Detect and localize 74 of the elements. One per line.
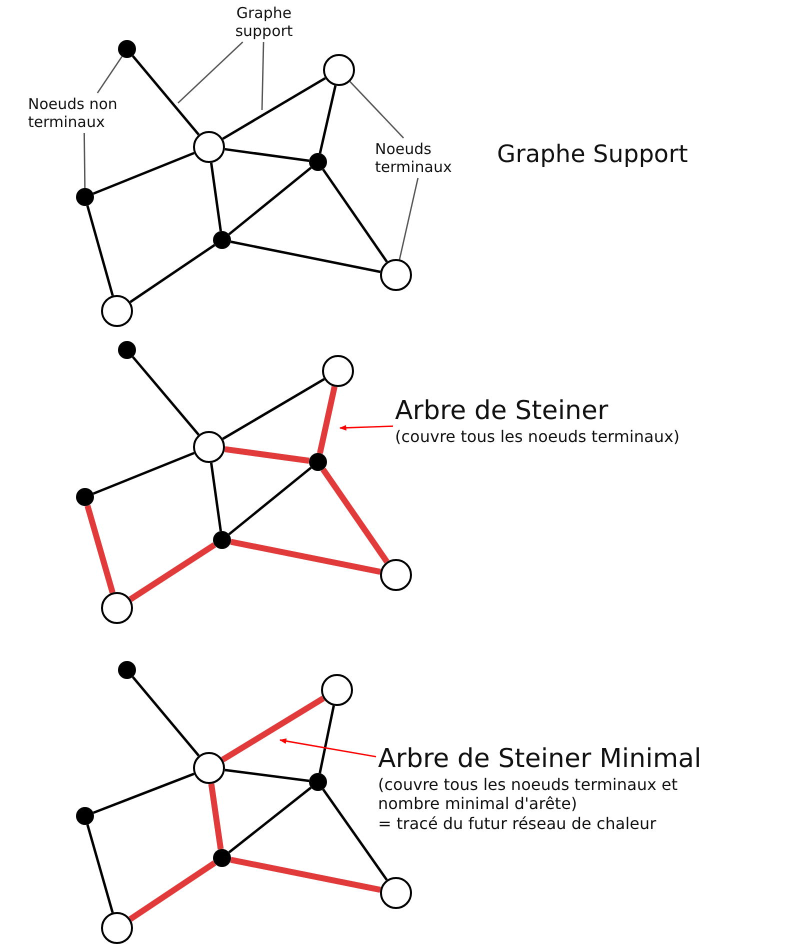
- annotation-note: (couvre tous les noeuds terminaux): [395, 427, 680, 446]
- leader-line: [96, 56, 123, 94]
- graph-edge: [132, 356, 200, 436]
- highlighted-edge: [230, 856, 381, 893]
- highlighted-edge: [128, 860, 216, 922]
- non-terminal-node: [76, 807, 94, 825]
- annotation-note: = tracé du futur réseau de chaleur: [378, 814, 658, 833]
- non-terminal-node: [309, 453, 327, 471]
- graph-edge: [210, 162, 222, 232]
- non-terminal-node: [76, 488, 94, 506]
- section-heading: Graphe Support: [497, 140, 688, 169]
- terminal-node: [321, 674, 353, 706]
- non-terminal-node: [118, 661, 136, 679]
- graph-edge: [86, 824, 114, 913]
- terminal-node: [322, 355, 354, 387]
- graph-edge: [130, 244, 216, 304]
- highlighted-edge: [128, 542, 216, 602]
- non-terminal-node: [76, 188, 94, 206]
- terminal-node: [101, 912, 133, 944]
- terminal-node: [380, 877, 412, 909]
- graph-edge: [222, 77, 326, 140]
- graph-edge: [322, 168, 388, 263]
- leader-line: [178, 41, 244, 104]
- highlighted-edge: [224, 446, 310, 464]
- highlighted-edge: [230, 538, 381, 575]
- highlighted-edge: [320, 468, 390, 564]
- callout-label: Noeuds terminaux: [375, 140, 470, 176]
- terminal-node: [193, 131, 225, 163]
- leader-line: [398, 178, 419, 260]
- terminal-node: [193, 752, 225, 784]
- graph-edge: [92, 452, 195, 495]
- graph-edge: [224, 148, 310, 162]
- callout-label: Graphe support: [220, 4, 308, 40]
- graph-edge: [322, 788, 388, 881]
- graph-edge: [228, 466, 312, 536]
- annotation-note: (couvre tous les noeuds terminaux et nombre minimal d'arête): [378, 775, 679, 814]
- leader-line: [350, 81, 404, 138]
- annotation-title: Arbre de Steiner Minimal: [378, 744, 702, 776]
- non-terminal-node: [309, 773, 327, 791]
- graph-edge: [318, 85, 337, 154]
- highlighted-edge: [317, 386, 338, 454]
- graph-edge: [224, 768, 310, 782]
- graph-edge: [92, 152, 195, 195]
- terminal-node: [323, 54, 355, 86]
- terminal-node: [380, 259, 412, 291]
- graph-edge: [230, 240, 381, 274]
- graph-edge: [132, 676, 200, 757]
- non-terminal-node: [309, 153, 327, 171]
- graph-edge: [228, 166, 312, 236]
- graph-edge: [132, 55, 200, 136]
- callout-label: Noeuds non terminaux: [28, 95, 140, 131]
- graph-edge: [222, 378, 325, 440]
- terminal-node: [101, 295, 133, 327]
- non-terminal-node: [118, 40, 136, 58]
- non-terminal-node: [213, 849, 231, 867]
- non-terminal-node: [118, 341, 136, 359]
- terminal-node: [193, 431, 225, 463]
- terminal-node: [380, 559, 412, 591]
- leader-line: [84, 133, 86, 188]
- arrow: [279, 738, 376, 758]
- highlighted-edge: [84, 504, 116, 594]
- graph-edge: [86, 205, 114, 296]
- leader-line: [261, 42, 264, 110]
- graph-edge: [92, 772, 195, 814]
- terminal-node: [101, 592, 133, 624]
- non-terminal-node: [213, 231, 231, 249]
- graph-edge: [318, 705, 335, 774]
- arrow: [339, 424, 394, 431]
- highlighted-edge: [208, 783, 224, 850]
- highlighted-edge: [221, 696, 325, 762]
- graph-edge: [228, 786, 312, 854]
- non-terminal-node: [213, 531, 231, 549]
- graph-edge: [210, 462, 222, 532]
- annotation-title: Arbre de Steiner: [395, 396, 610, 428]
